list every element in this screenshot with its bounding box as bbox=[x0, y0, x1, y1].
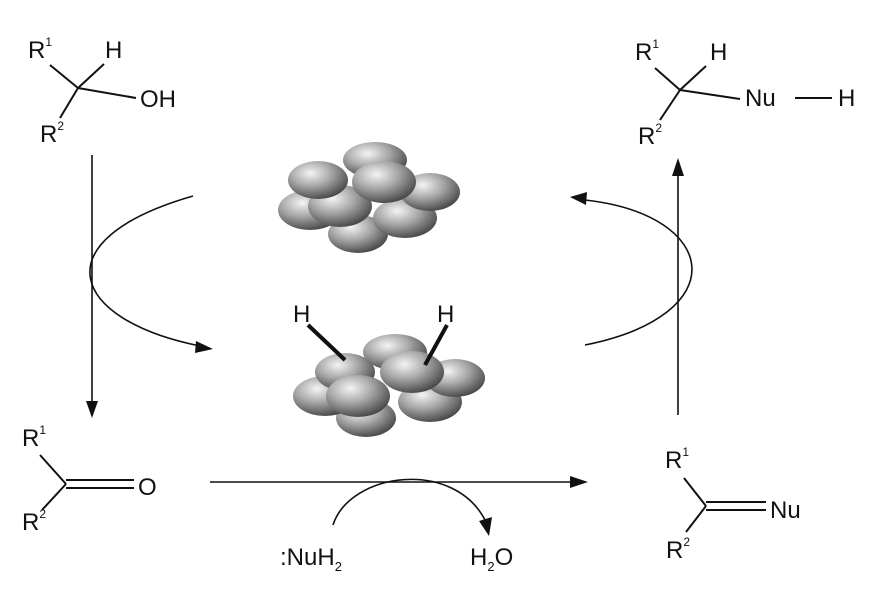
hydride-left: H bbox=[293, 301, 310, 328]
amine-h2: H bbox=[838, 85, 855, 112]
nuh2-to-water-arrow-head bbox=[479, 517, 492, 536]
carbonyl-bond-r2 bbox=[41, 483, 67, 511]
alcohol-bond-oh bbox=[77, 87, 137, 99]
hydrogen-release-arrow bbox=[584, 199, 693, 346]
carbonyl-r2: R2 bbox=[22, 507, 46, 536]
amine-molecule: R1 H Nu H R2 bbox=[635, 37, 855, 150]
oxidation-arrow-head bbox=[86, 401, 98, 418]
carbonyl-molecule: R1 O R2 bbox=[22, 423, 157, 536]
nuh2-to-water-arrow bbox=[332, 478, 487, 526]
alcohol-molecule: R1 H OH R2 bbox=[28, 35, 176, 148]
amine-nu: Nu bbox=[745, 85, 776, 112]
water-byproduct: H2O bbox=[470, 544, 513, 574]
imine-r2: R2 bbox=[666, 535, 690, 564]
amine-r2: R2 bbox=[638, 121, 662, 150]
amine-bond-r2 bbox=[659, 89, 681, 121]
carbonyl-bond-r1 bbox=[39, 454, 67, 485]
hydride-bond-right bbox=[423, 324, 449, 366]
alcohol-oh: OH bbox=[140, 86, 176, 113]
metal-cluster-catalyst bbox=[278, 142, 460, 253]
nuh2-reagent: :NuH2 bbox=[280, 544, 342, 574]
alcohol-h: H bbox=[105, 37, 122, 64]
carbonyl-r1: R1 bbox=[22, 423, 46, 452]
alcohol-r2: R2 bbox=[40, 119, 64, 148]
hydrogen-uptake-arrow-head bbox=[195, 341, 213, 353]
alcohol-bond-h bbox=[77, 63, 105, 89]
reduction-arrow-head bbox=[672, 158, 684, 176]
carbonyl-o: O bbox=[138, 474, 157, 501]
amine-bond-h bbox=[679, 65, 707, 91]
alcohol-bond-r1 bbox=[49, 64, 79, 89]
alcohol-bond-r2 bbox=[59, 87, 79, 119]
amine-r1: R1 bbox=[635, 37, 659, 66]
imine-r1: R1 bbox=[665, 445, 689, 474]
hydrogen-release-arrow-head bbox=[570, 192, 587, 205]
amine-h: H bbox=[710, 39, 727, 66]
metal-hydride-cluster bbox=[293, 334, 485, 437]
amine-bond-nu bbox=[679, 89, 741, 100]
imine-nu: Nu bbox=[770, 497, 801, 524]
imine-molecule: R1 Nu R2 bbox=[665, 445, 801, 564]
imine-bond-r2 bbox=[685, 505, 707, 533]
hydride-bond-left bbox=[306, 323, 347, 362]
imine-bond-r1 bbox=[683, 477, 707, 507]
alcohol-r1: R1 bbox=[28, 35, 52, 64]
hydrogen-uptake-arrow bbox=[89, 195, 201, 347]
condensation-arrow-head bbox=[570, 476, 588, 488]
hydride-right: H bbox=[437, 301, 454, 328]
amine-bond-r1 bbox=[654, 67, 681, 91]
